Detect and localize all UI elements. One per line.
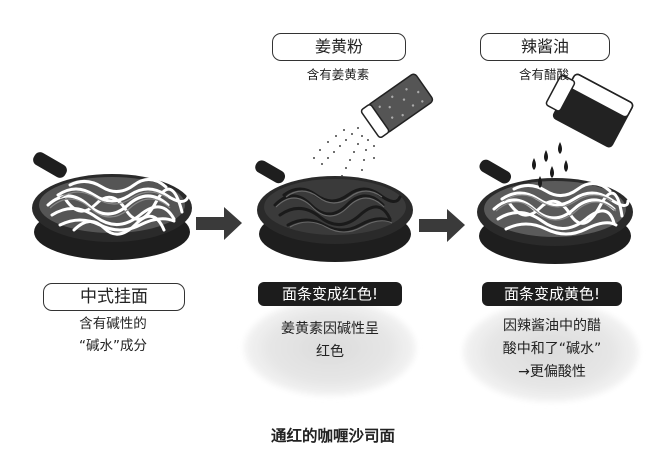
pan-2-red-noodles [255, 160, 413, 262]
worcestershire-note: 含有醋酸 [518, 67, 569, 82]
yellow-explanation-line-2: 酸中和了“碱水” [502, 341, 602, 357]
turmeric-shaker [360, 73, 434, 138]
worcestershire-label: 辣酱油 [480, 33, 610, 61]
red-explanation-line-1: 姜黄素因碱性呈 [281, 321, 379, 337]
yellow-explanation-line-1: 因辣酱油中的醋 [503, 318, 601, 334]
explanation-cloud-2 [244, 300, 416, 396]
noodle-note-line-2: “碱水”成分 [79, 338, 147, 354]
diagram-title: 通红的咖喱沙司面 [270, 427, 395, 445]
arrow-2 [419, 209, 465, 242]
yellow-explanation: 因辣酱油中的醋 酸中和了“碱水” →更偏酸性 [478, 315, 626, 384]
pan-3-yellow-noodles [477, 159, 633, 264]
noodle-note: 含有碱性的 “碱水”成分 [43, 313, 183, 357]
red-explanation: 姜黄素因碱性呈 红色 [258, 318, 402, 364]
noodle-note-line-1: 含有碱性的 [79, 316, 147, 332]
turmeric-label: 姜黄粉 [272, 33, 406, 61]
red-result-badge: 面条变成红色! [258, 282, 402, 306]
turmeric-note: 含有姜黄素 [306, 67, 370, 82]
arrow-1 [196, 207, 242, 240]
yellow-result-badge: 面条变成黄色! [482, 282, 622, 306]
red-explanation-line-2: 红色 [316, 344, 344, 360]
explanation-cloud-3 [463, 302, 639, 402]
pan-1-plain-noodles [32, 152, 192, 260]
yellow-explanation-line-3: →更偏酸性 [518, 364, 586, 380]
noodle-label: 中式挂面 [43, 283, 185, 311]
sauce-drops [532, 142, 568, 188]
turmeric-sprinkle [313, 127, 375, 177]
sauce-bottle [545, 73, 634, 148]
